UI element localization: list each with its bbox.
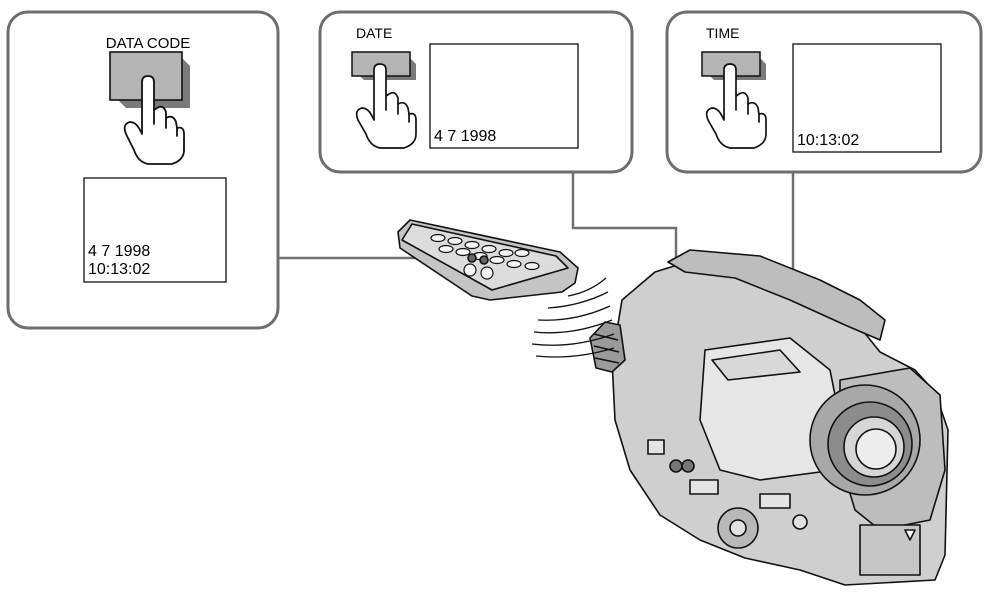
panel-time: TIME 10:13:02 [665, 10, 983, 174]
camcorder-dial-center [729, 519, 747, 537]
camcorder-lens-glass [855, 428, 897, 470]
panel-date: DATE 4 7 1998 [318, 10, 634, 174]
date-screen: 4 7 1998 [429, 43, 579, 149]
data-code-screen: 4 7 1998 10:13:02 [83, 177, 227, 283]
time-screen: 10:13:02 [792, 43, 942, 153]
camcorder-sensor-1 [669, 459, 683, 473]
remote-commander-icon [397, 219, 579, 301]
hand-pressing-icon [123, 75, 185, 165]
remote-buttons [430, 233, 540, 280]
camcorder-handle [667, 249, 886, 341]
camcorder-slot-2 [689, 479, 719, 495]
remote-highlight-button-2 [479, 255, 489, 265]
camcorder-icon [589, 249, 949, 586]
camcorder-sensor-2 [681, 459, 695, 473]
ir-signal-lines [531, 277, 615, 358]
panel-data-code: DATA CODE 4 7 1998 10:13:02 [6, 10, 280, 330]
hand-pressing-icon [355, 63, 417, 149]
camcorder-knob [792, 514, 808, 530]
time-button-label: TIME [706, 25, 739, 41]
camcorder-front-arrow [904, 529, 916, 541]
date-button-label: DATE [356, 25, 392, 41]
time-screen-text: 10:13:02 [797, 132, 859, 149]
data-code-button-label: DATA CODE [106, 35, 190, 52]
camcorder-panel-detail [711, 349, 801, 381]
remote-highlight-button-1 [467, 253, 477, 263]
camcorder-slot-3 [759, 493, 791, 509]
date-screen-text: 4 7 1998 [434, 128, 496, 145]
hand-pressing-icon [705, 63, 767, 149]
camcorder-slot-1 [647, 439, 665, 455]
data-code-screen-date: 4 7 1998 [88, 243, 150, 260]
data-code-screen-time: 10:13:02 [88, 261, 150, 278]
